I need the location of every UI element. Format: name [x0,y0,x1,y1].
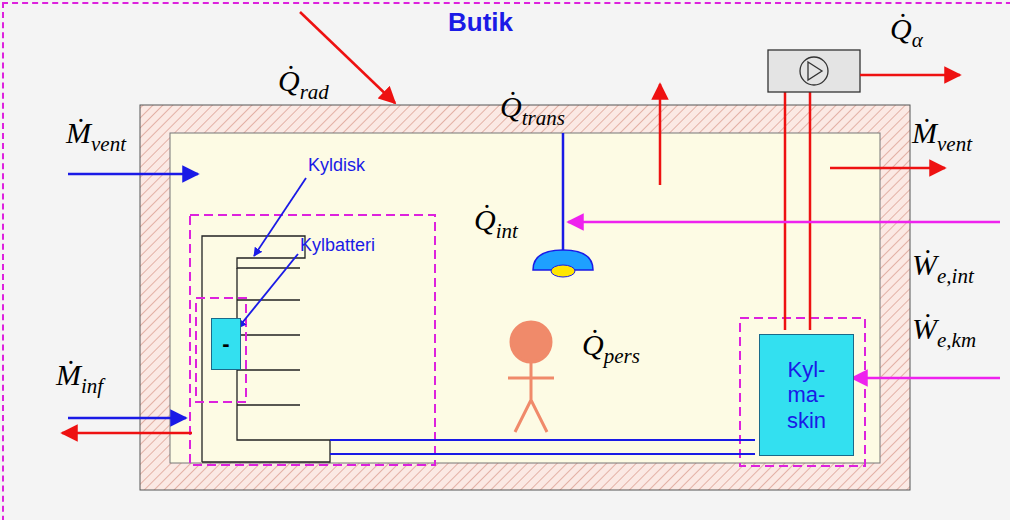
mass-flow-symbol: Ṁvent [66,118,126,148]
control-volume [196,298,246,402]
pipe [330,453,755,455]
power-symbol: Ẇe,int [912,250,974,280]
heat-rejection-arrow [860,74,960,77]
symbol-base: Ṁ [912,116,937,149]
pipe [809,92,812,330]
symbol-subscript: vent [937,132,972,156]
display-case [202,236,330,462]
heat-flow-symbol: Q̇int [474,205,518,235]
node-label: Kyl- ma- skin [774,357,839,433]
diagram-title: Butik [448,8,513,38]
ventilation-out-arrow [830,167,945,170]
flow-arrows [62,12,1000,433]
refrigeration-machine: Kyl- ma- skin [759,334,854,456]
infiltration-in-arrow [68,417,186,420]
symbol-base: Q̇ [278,64,300,97]
lamp-bulb [551,265,575,277]
control-volume [190,215,435,465]
refrigerant-pipe [330,440,755,454]
fan-symbol [800,57,828,85]
lamp-pole [562,133,565,252]
symbol-subscript: trans [522,106,565,130]
condenser-unit [768,50,860,92]
ventilation-in-arrow [68,173,198,176]
symbol-base: Q̇ [474,203,496,236]
mass-flow-symbol: Ṁinf [56,360,103,390]
fan-symbol [808,62,822,80]
symbol-subscript: e,int [937,264,974,288]
part-name: Kylbatteri [300,236,375,256]
symbol-subscript: pers [604,344,640,368]
heat-flow-symbol: Q̇α [890,14,923,44]
leader-arrow [238,254,298,328]
heat-flow-symbol: Q̇pers [582,330,640,360]
person-head [511,322,551,362]
power-symbol: Ẇe,km [912,314,976,344]
symbol-base: Ṁ [66,116,91,149]
person-body [508,362,554,432]
cooling-coil: - [211,318,241,370]
pipe [784,92,787,330]
radiation-arrow [300,12,395,103]
control-volume [740,318,865,466]
symbol-subscript: inf [81,374,103,398]
transmission-arrow [659,84,662,185]
heat-flow-symbol: Q̇rad [278,66,329,96]
person [508,322,554,432]
leader-arrow [254,178,306,256]
wall-hatch [140,105,910,490]
shop-interior [170,133,880,463]
node-label: - [222,331,229,356]
compressor-power-arrow [852,377,1000,380]
symbol-base: Q̇ [890,12,912,45]
condenser-pipe [785,92,810,330]
case-outline [202,236,305,462]
symbol-base: Ẇ [912,312,937,345]
symbol-subscript: e,km [937,328,976,352]
pipe [330,439,755,441]
symbol-base: Q̇ [582,328,604,361]
heat-flow-symbol: Q̇trans [500,92,565,122]
part-name: Kyldisk [308,156,365,176]
symbol-base: Q̇ [500,90,522,123]
symbol-base: Ṁ [56,358,81,391]
symbol-subscript: int [496,219,518,243]
mass-flow-symbol: Ṁvent [912,118,972,148]
infiltration-out-arrow [62,432,192,435]
internal-power-arrow [568,221,1000,224]
symbol-subscript: α [912,28,923,52]
symbol-base: Ẇ [912,248,937,281]
symbol-subscript: rad [300,80,329,104]
symbol-subscript: vent [91,132,126,156]
case-outline [202,268,330,462]
